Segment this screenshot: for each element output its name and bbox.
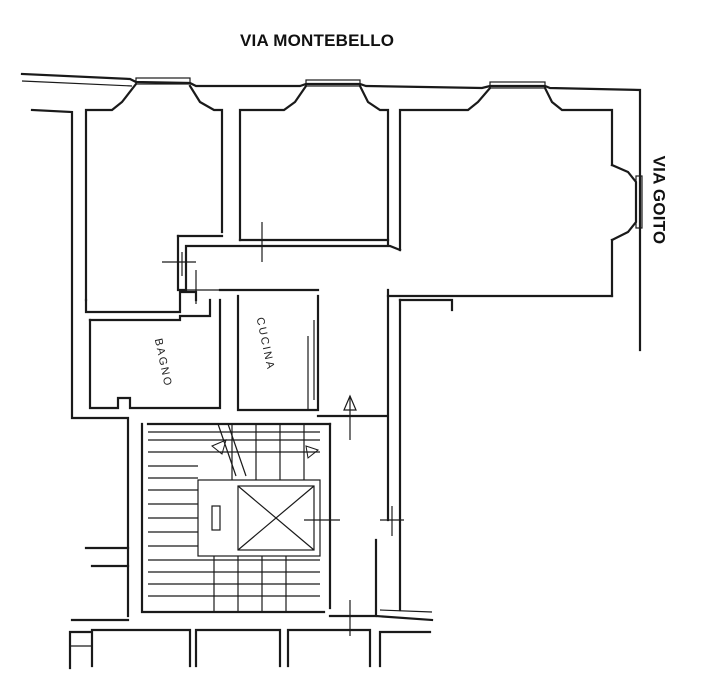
lower-doors xyxy=(328,538,434,636)
window-bay-1 xyxy=(84,77,224,302)
room-1-walls xyxy=(84,234,224,314)
entrance-arrow-icon xyxy=(316,394,388,440)
central-wall xyxy=(380,288,614,612)
window-bay-side xyxy=(610,163,643,298)
window-bay-2 xyxy=(238,79,390,246)
bagno-walls xyxy=(88,298,222,410)
street-label-via-montebello: VIA MONTEBELLO xyxy=(240,31,395,50)
stairwell xyxy=(140,422,340,614)
corridor-walls xyxy=(176,222,402,304)
bottom-neighbour-walls xyxy=(68,628,432,670)
window-bay-3 xyxy=(398,81,614,252)
facade-top-wall xyxy=(20,72,642,352)
cucina-walls xyxy=(236,294,320,412)
left-outer-wall xyxy=(30,108,130,622)
